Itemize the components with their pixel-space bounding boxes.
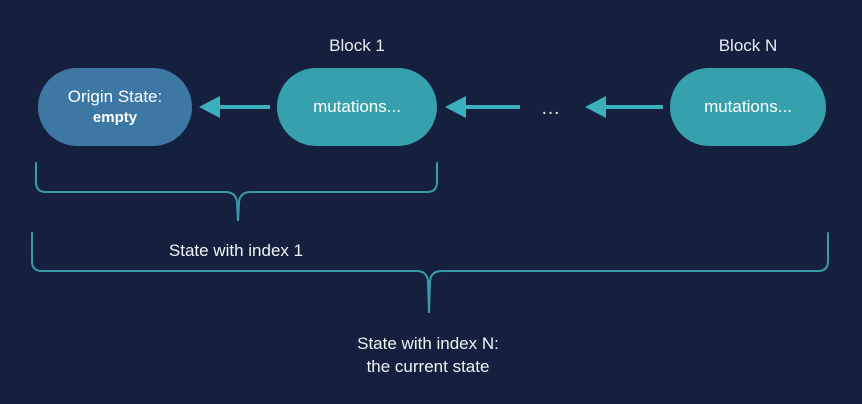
brace-state-1-label: State with index 1 xyxy=(168,241,304,260)
ellipsis-indicator: ... xyxy=(541,98,561,119)
origin-state-label: Origin State: xyxy=(67,87,163,106)
block-1-label: mutations... xyxy=(313,97,401,117)
brace-state-n xyxy=(31,232,829,314)
origin-state-node-text: Origin State: empty xyxy=(68,86,163,128)
arrow-block1-to-origin xyxy=(199,96,270,118)
brace-state-n-label: State with index N: the current state xyxy=(285,333,571,379)
arrow-ellipsis-to-block1 xyxy=(445,96,520,118)
origin-state-node[interactable]: Origin State: empty xyxy=(38,68,192,146)
origin-state-sublabel: empty xyxy=(92,109,138,127)
brace-state-1 xyxy=(35,162,438,222)
block-n-node[interactable]: mutations... xyxy=(670,68,826,146)
arrow-blockn-to-ellipsis xyxy=(585,96,663,118)
brace-state-n-label-line2: the current state xyxy=(366,356,490,376)
block-n-label: mutations... xyxy=(704,97,792,117)
brace-state-n-label-line1: State with index N: xyxy=(357,334,499,353)
block-1-caption: Block 1 xyxy=(329,36,385,55)
block-n-caption: Block N xyxy=(718,36,778,55)
block-1-node[interactable]: mutations... xyxy=(277,68,437,146)
